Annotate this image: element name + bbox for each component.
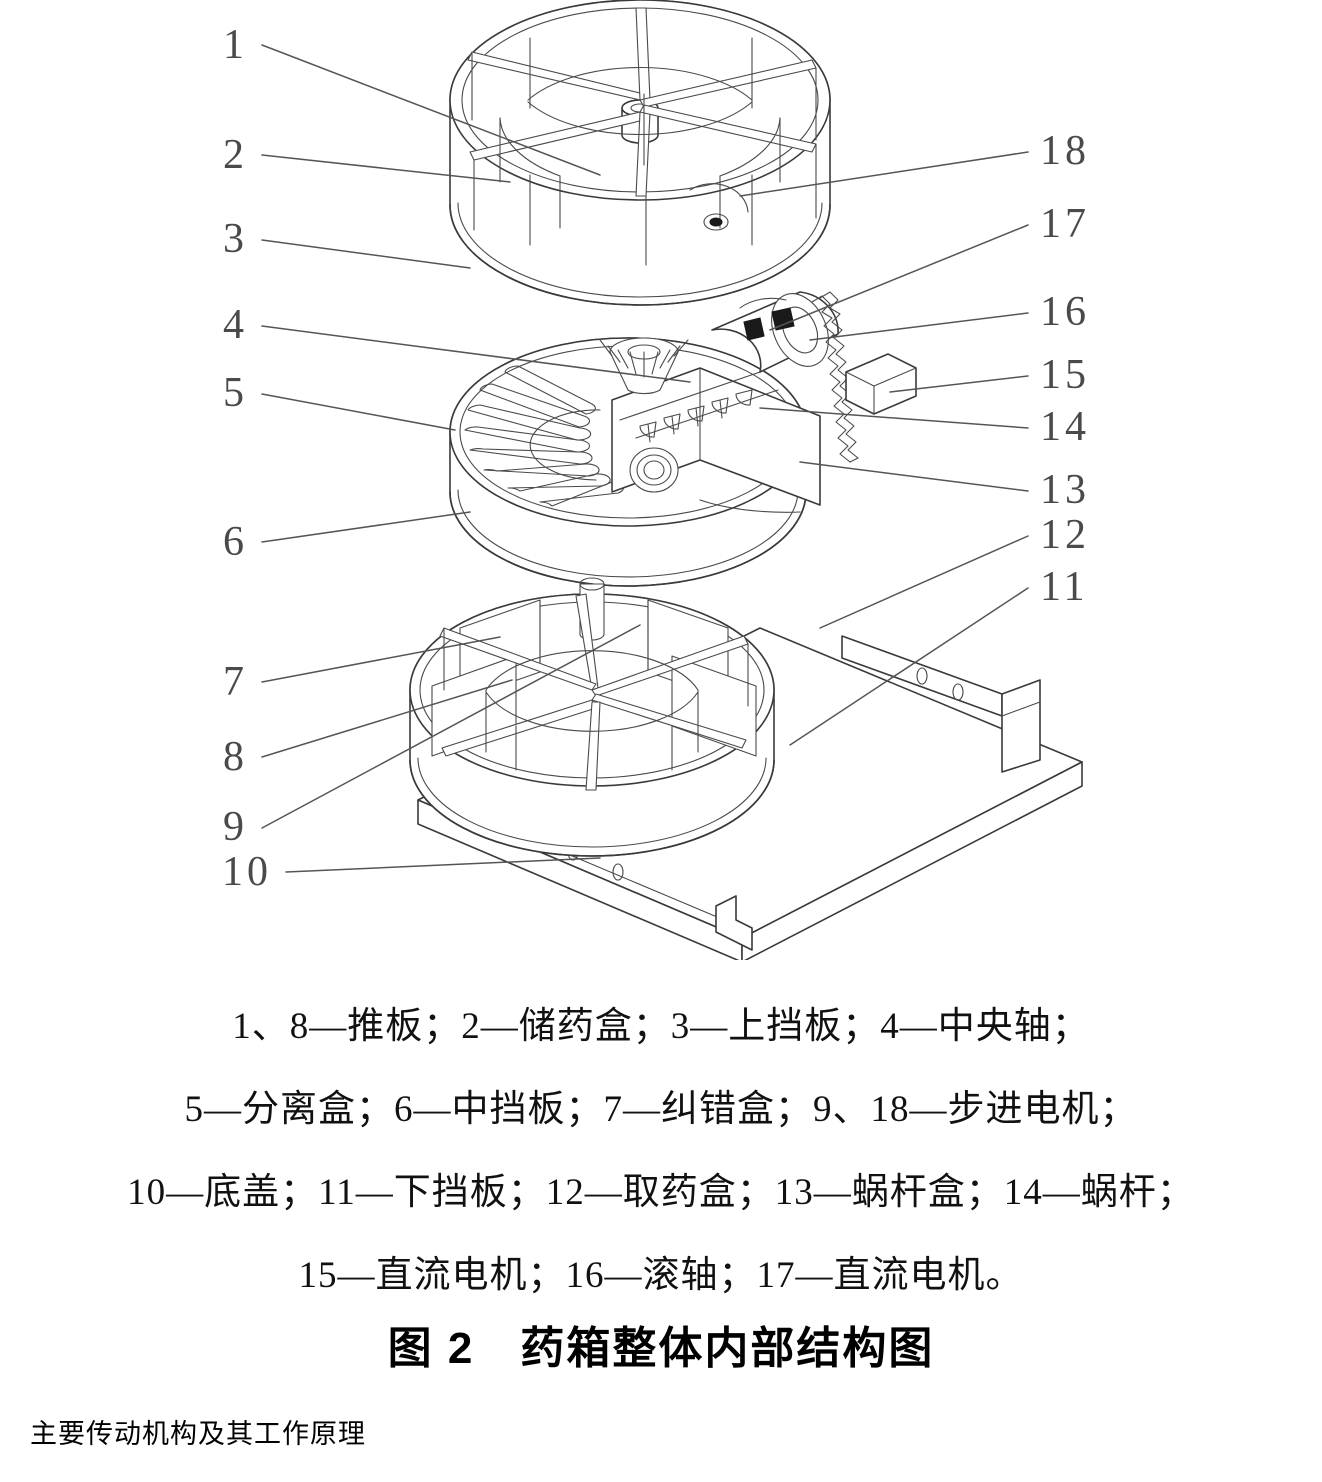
leader-line-18 [739,151,1029,197]
worm-gear-box [611,367,821,506]
leader-line-2 [261,154,511,183]
callout-number-6: 6 [223,519,248,565]
leader-line-7 [261,636,501,683]
leader-line-9 [261,624,641,829]
caption-line: 10—底盖；11—下挡板；12—取药盒；13—蜗杆盒；14—蜗杆； [127,1172,1195,1213]
bevel-gear [599,337,689,395]
leader-line-14 [759,407,1029,429]
leader-line-10 [285,857,601,873]
leader-lines-left [261,44,691,873]
caption-line: 15—直流电机；16—滚轴；17—直流电机。 [298,1255,1024,1296]
top-storage-drum-group [449,0,831,306]
caption-line: 1、8—推板；2—储药盒；3—上挡板；4—中央轴； [232,1006,1090,1047]
callout-number-2: 2 [223,132,248,178]
leader-line-8 [261,679,513,758]
figure-parts-caption: 1、8—推板；2—储药盒；3—上挡板；4—中央轴； 5—分离盒；6—中挡板；7—… [0,985,1322,1317]
callout-number-15: 15 [1040,352,1090,398]
callout-number-16: 16 [1040,289,1090,335]
caption-line: 5—分离盒；6—中挡板；7—纠错盒；9、18—步进电机； [184,1089,1138,1130]
leader-line-1 [261,44,601,176]
callout-number-3: 3 [223,216,248,262]
leader-line-15 [889,375,1029,393]
callout-number-10: 10 [222,849,272,895]
top-drum-partitions [471,37,817,266]
leader-line-6 [261,511,471,543]
dc-motor-block [845,353,917,415]
bottom-drum-base-group [409,577,1083,960]
leader-line-3 [261,239,471,269]
leader-line-17 [769,224,1029,331]
top-drum-spokes [467,7,817,197]
separator-radial-slots [464,365,624,507]
leader-line-5 [261,393,456,431]
gear-rack-strip [811,291,859,463]
callout-number-18: 18 [1040,128,1090,174]
lower-drum-dividers [439,593,749,791]
callout-number-8: 8 [223,734,248,780]
callout-number-4: 4 [223,302,248,348]
callout-number-17: 17 [1040,201,1090,247]
figure-title: 图 2 药箱整体内部结构图 [387,1324,935,1373]
callout-number-1: 1 [223,22,248,68]
leader-line-16 [809,312,1029,341]
leader-line-12 [819,535,1029,629]
callout-number-11: 11 [1040,564,1088,610]
leader-line-13 [799,461,1029,492]
callout-number-12: 12 [1040,512,1090,558]
callout-number-14: 14 [1040,404,1090,450]
callout-number-7: 7 [223,659,248,705]
callout-number-13: 13 [1040,467,1090,513]
callout-number-9: 9 [223,804,248,850]
callout-numbers-left: 1 2 3 4 5 6 7 8 910 [222,22,272,895]
worm-screw [619,371,779,443]
middle-separator-group [449,291,917,587]
leader-lines-right [739,151,1029,746]
leader-line-4 [261,325,691,383]
leader-line-11 [789,587,1029,746]
section-heading: 主要传动机构及其工作原理 [30,1419,366,1449]
callout-number-5: 5 [223,370,248,416]
